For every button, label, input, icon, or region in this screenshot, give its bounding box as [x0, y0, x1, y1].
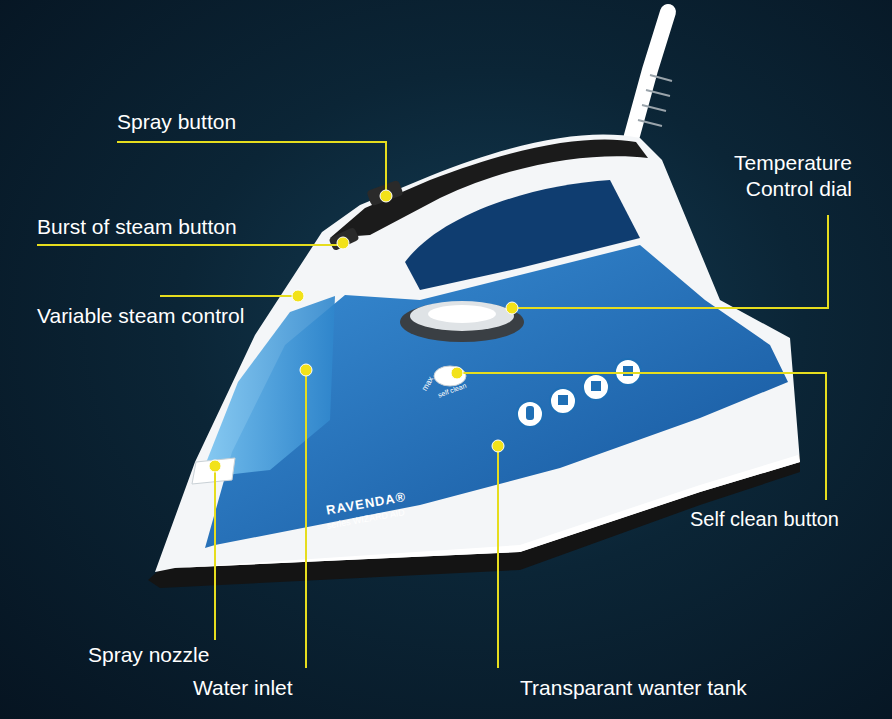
part-label: Spray nozzle [88, 642, 209, 668]
part-label: Water inlet [193, 675, 293, 701]
part-label: Variable steam control [37, 303, 244, 329]
part-label: Transparant wanter tank [520, 675, 747, 701]
part-label: Spray button [117, 109, 236, 135]
part-label: Burst of steam button [37, 214, 237, 240]
part-label: Temperature Control dial [690, 150, 852, 203]
part-label: Self clean button [690, 507, 839, 532]
